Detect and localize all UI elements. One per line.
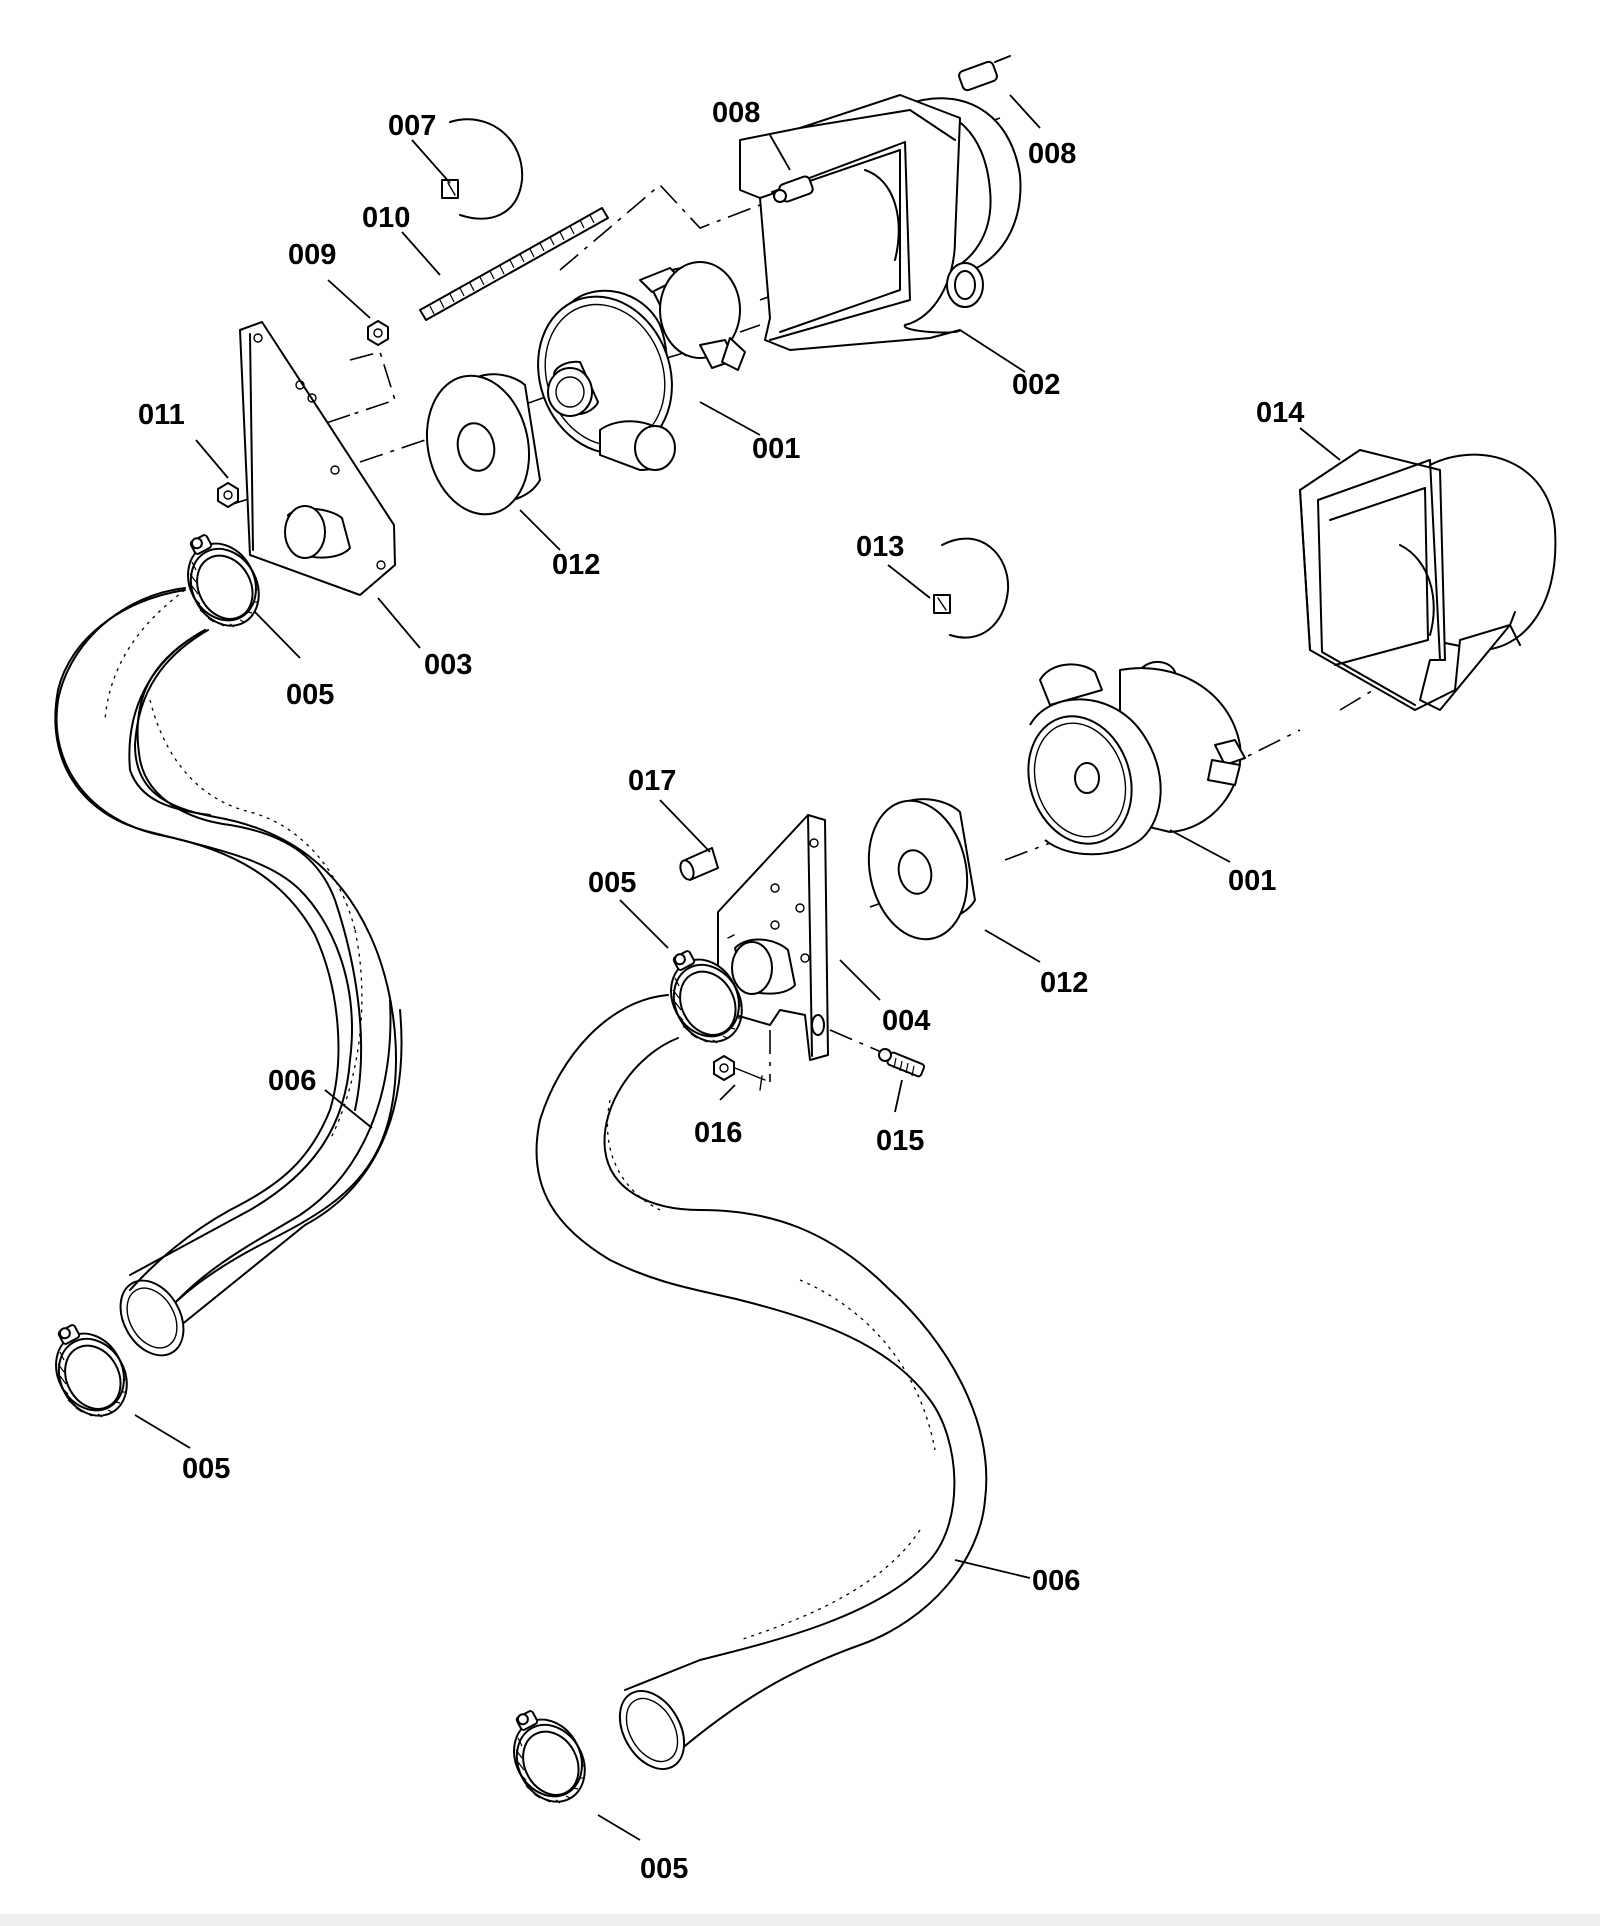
- leader-hint: [734, 1067, 766, 1091]
- callout-012: 012: [552, 549, 600, 581]
- threaded-rod-icon: [419, 207, 609, 321]
- hose-clamp-icon: [499, 1706, 599, 1815]
- callout-006: 006: [1032, 1565, 1080, 1597]
- callout-005: 005: [182, 1453, 230, 1485]
- hose-icon: [535, 994, 988, 1770]
- callout-011: 011: [138, 399, 185, 431]
- callout-010: 010: [362, 202, 410, 234]
- callout-007: 007: [388, 110, 436, 142]
- hose-icon: [54, 589, 403, 1357]
- gasket-icon: [867, 798, 976, 941]
- callout-008: 008: [712, 97, 760, 129]
- callout-016: 016: [694, 1117, 742, 1149]
- retaining-ring-icon: [933, 537, 1010, 639]
- callout-001: 001: [752, 433, 800, 465]
- centerline: [319, 351, 396, 426]
- callout-002: 002: [1012, 369, 1060, 401]
- callout-005: 005: [640, 1853, 688, 1885]
- bottom-edge: [0, 1914, 1600, 1926]
- callout-013: 013: [856, 531, 904, 563]
- nut-icon: [367, 320, 389, 346]
- callout-012: 012: [1040, 967, 1088, 999]
- gasket-icon: [425, 373, 541, 516]
- callout-008: 008: [1028, 138, 1076, 170]
- callout-004: 004: [882, 1005, 930, 1037]
- screw-icon: [958, 55, 1011, 92]
- blower-motor-icon: [1027, 661, 1246, 856]
- blower-housing-icon: [739, 94, 1022, 351]
- mounting-bracket-icon: [227, 321, 396, 596]
- hose-clamp-icon: [41, 1320, 141, 1429]
- callout-017: 017: [628, 765, 676, 797]
- callout-003: 003: [424, 649, 472, 681]
- callout-014: 014: [1256, 397, 1304, 429]
- hose-outline: [55, 587, 397, 1301]
- callout-001: 001: [1228, 865, 1276, 897]
- nut-icon: [713, 1055, 735, 1081]
- callout-005: 005: [588, 867, 636, 899]
- blower-motor-icon: [537, 261, 746, 471]
- callout-labels: 007 008 008 010 009 002 011 001 014 012 …: [138, 97, 1304, 1885]
- screw-icon: [878, 1048, 926, 1078]
- callout-005: 005: [286, 679, 334, 711]
- leader-lines: [134, 94, 1341, 1841]
- callout-015: 015: [876, 1125, 924, 1157]
- retaining-ring-icon: [441, 118, 524, 220]
- mounting-bracket-icon: [717, 814, 829, 1061]
- spacer-icon: [679, 847, 719, 881]
- callout-009: 009: [288, 239, 336, 271]
- nut-icon: [217, 482, 239, 508]
- blower-housing-icon: [1299, 449, 1557, 711]
- callout-006: 006: [268, 1065, 316, 1097]
